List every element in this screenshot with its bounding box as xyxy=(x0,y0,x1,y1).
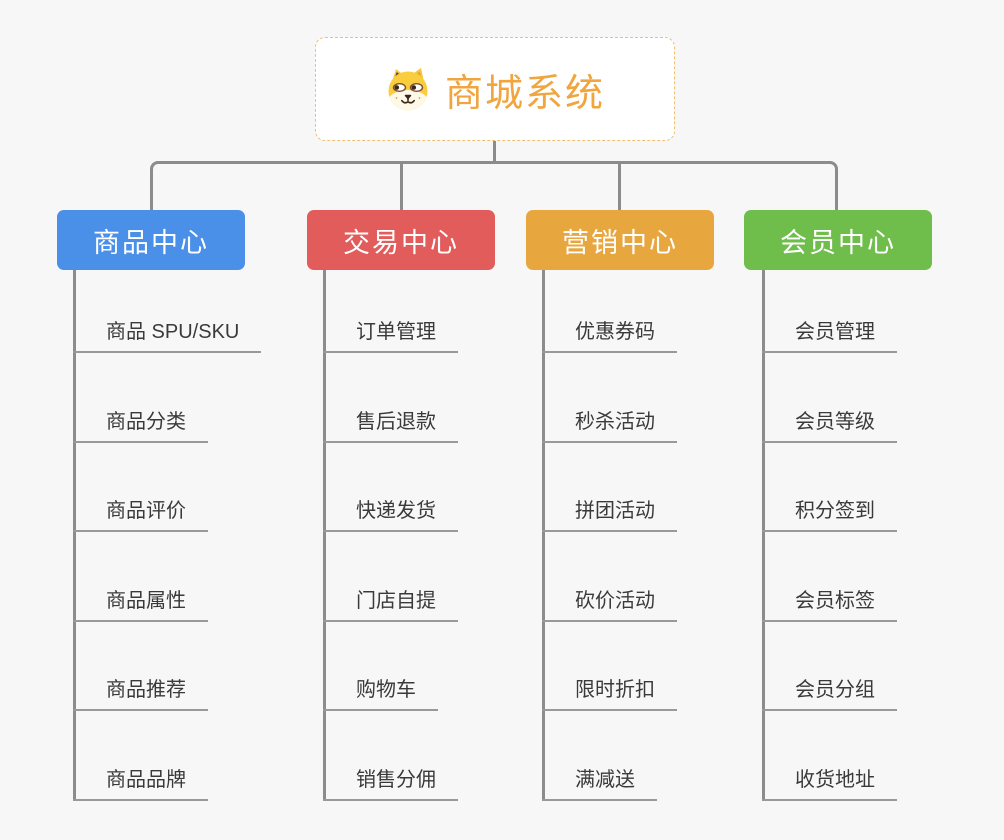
branch-child-topic[interactable]: 满减送 xyxy=(542,767,657,801)
branch-child-topic[interactable]: 售后退款 xyxy=(323,409,458,443)
branch-child-topic[interactable]: 商品属性 xyxy=(73,588,208,622)
root-node[interactable]: 商城系统 xyxy=(315,37,675,141)
branch-child-topic[interactable]: 快递发货 xyxy=(323,498,458,532)
branch-child-topic[interactable]: 商品 SPU/SKU xyxy=(73,319,262,353)
branch-child-topic[interactable]: 商品分类 xyxy=(73,409,208,443)
branch-child-topic[interactable]: 订单管理 xyxy=(323,319,458,353)
branch-child-topic[interactable]: 销售分佣 xyxy=(323,767,458,801)
connector-child-line xyxy=(73,270,76,801)
connector-drop-branch-2 xyxy=(400,162,403,210)
branch-child-topic[interactable]: 收货地址 xyxy=(762,767,897,801)
connector-horizontal-bar xyxy=(160,161,828,164)
branch-node-member-center[interactable]: 会员中心 xyxy=(744,210,932,270)
branch-child-topic[interactable]: 门店自提 xyxy=(323,588,458,622)
branch-child-topic[interactable]: 商品评价 xyxy=(73,498,208,532)
branch-node-product-center[interactable]: 商品中心 xyxy=(57,210,245,270)
branch-child-topic[interactable]: 商品品牌 xyxy=(73,767,208,801)
branch-child-topic[interactable]: 限时折扣 xyxy=(542,677,677,711)
branch-node-trade-center[interactable]: 交易中心 xyxy=(307,210,495,270)
branch-child-topic[interactable]: 秒杀活动 xyxy=(542,409,677,443)
branch-label: 营销中心 xyxy=(562,227,678,258)
branch-child-topic[interactable]: 会员分组 xyxy=(762,677,897,711)
branch-child-topic[interactable]: 积分签到 xyxy=(762,498,897,532)
connector-child-line xyxy=(323,270,326,801)
connector-elbow-left xyxy=(150,161,164,174)
branch-label: 会员中心 xyxy=(780,227,896,258)
dog-face-icon xyxy=(388,68,428,111)
connector-root-drop xyxy=(493,140,496,163)
root-title: 商城系统 xyxy=(444,72,605,115)
branch-child-topic[interactable]: 商品推荐 xyxy=(73,677,208,711)
connector-child-line xyxy=(542,270,545,801)
branch-child-topic[interactable]: 拼团活动 xyxy=(542,498,677,532)
branch-child-topic[interactable]: 购物车 xyxy=(323,677,438,711)
connector-drop-branch-4 xyxy=(835,172,838,210)
branch-child-topic[interactable]: 会员管理 xyxy=(762,319,897,353)
branch-child-topic[interactable]: 砍价活动 xyxy=(542,588,677,622)
connector-drop-branch-1 xyxy=(150,172,153,210)
branch-child-topic[interactable]: 会员标签 xyxy=(762,588,897,622)
branch-node-marketing-center[interactable]: 营销中心 xyxy=(526,210,714,270)
branch-label: 交易中心 xyxy=(343,227,459,258)
branch-label: 商品中心 xyxy=(93,227,209,258)
connector-drop-branch-3 xyxy=(618,162,621,210)
branch-child-topic[interactable]: 优惠券码 xyxy=(542,319,677,353)
connector-elbow-right xyxy=(824,161,838,174)
branch-child-topic[interactable]: 会员等级 xyxy=(762,409,897,443)
connector-child-line xyxy=(762,270,765,801)
